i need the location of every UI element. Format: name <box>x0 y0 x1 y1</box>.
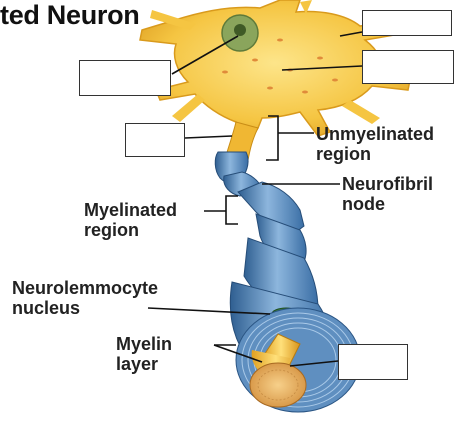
label-line: Neurofibril <box>342 174 434 194</box>
axon-core <box>249 333 307 408</box>
label-line: nucleus <box>12 298 81 318</box>
label-neurofibril-node: Neurofibril node <box>342 174 433 214</box>
answer-box-3[interactable] <box>79 60 171 96</box>
label-line: layer <box>116 354 159 374</box>
label-line: node <box>342 194 385 214</box>
label-line: region <box>84 220 140 240</box>
label-myelin-layer: Myelin layer <box>116 334 172 374</box>
label-line: Unmyelinated <box>316 124 435 144</box>
diagram-title: ted Neuron <box>0 0 140 30</box>
answer-box-5[interactable] <box>338 344 408 380</box>
label-line: Neurolemmocyte <box>12 278 159 298</box>
leader-lines <box>147 31 363 367</box>
label-neurolemmocyte-nucleus: Neurolemmocyte nucleus <box>12 278 158 318</box>
label-line: region <box>316 144 372 164</box>
answer-box-2[interactable] <box>362 50 454 84</box>
cell-nucleus <box>221 14 259 52</box>
answer-box-4[interactable] <box>125 123 185 157</box>
label-line: Myelinated <box>84 200 178 220</box>
label-line: Myelin <box>116 334 173 354</box>
label-unmyelinated-region: Unmyelinated region <box>316 124 434 164</box>
answer-box-1[interactable] <box>362 10 452 36</box>
label-myelinated-region: Myelinated region <box>84 200 177 240</box>
